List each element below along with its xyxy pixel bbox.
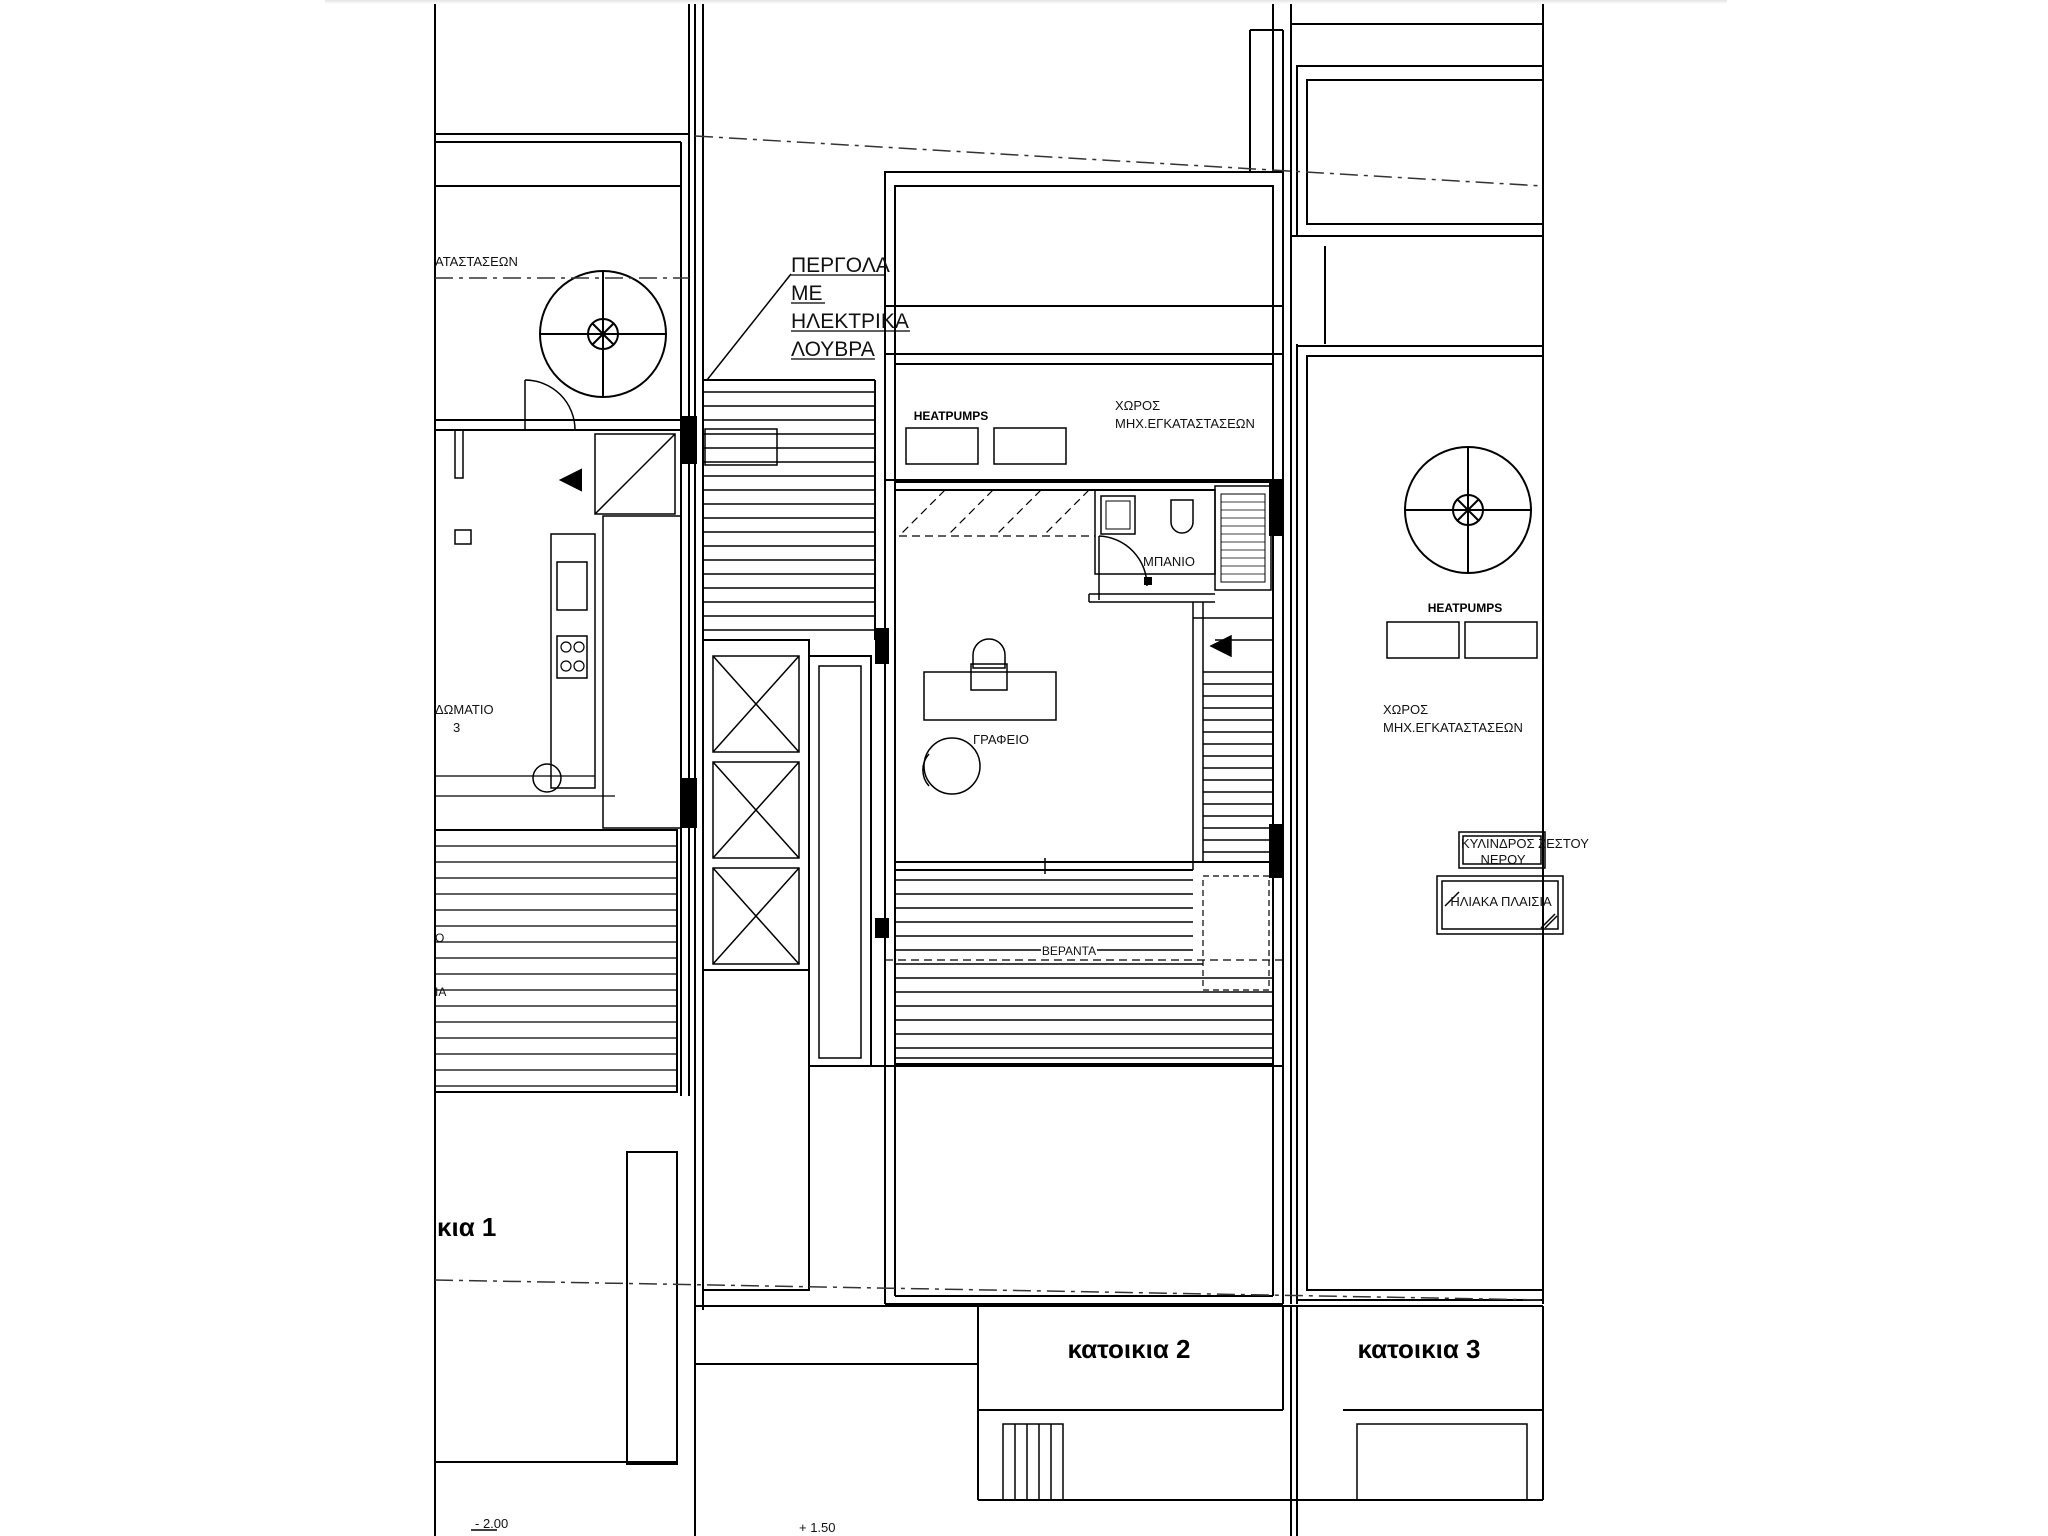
house-3-outline <box>1290 0 1544 1304</box>
fan-unit-left <box>539 270 667 398</box>
bottom-row-outline <box>434 1305 1544 1536</box>
level-label-1: - 2.00 <box>475 1516 508 1531</box>
pergola-void-boxes <box>702 639 872 1291</box>
level-label-2: + 1.50 <box>799 1520 836 1535</box>
house-1-outline <box>434 0 696 1536</box>
house-2-veranda <box>871 879 1283 1067</box>
mech-space-label-right-2: ΜΗΧ.ΕΓΚΑΤΑΣΤΑΣΕΩΝ <box>1383 720 1523 735</box>
floor-plan-drawing: ΠΕΡΓΟΛΑ ΜΕ ΗΛΕΚΤΡΙΚΑ ΛΟΥΒΡΑ ΑΤΑΣΤΑΣΕΩΝ Δ… <box>434 0 1589 1536</box>
house-3-heatpump-rects <box>1386 621 1538 659</box>
house-1-label: κια 1 <box>437 1212 496 1242</box>
house-2-label: κατοικια 2 <box>1068 1334 1191 1364</box>
site-dashed-lines <box>434 135 1544 1301</box>
floor-plan-page: ΠΕΡΓΟΛΑ ΜΕ ΗΛΕΚΤΡΙΚΑ ΛΟΥΒΡΑ ΑΤΑΣΤΑΣΕΩΝ Δ… <box>325 0 1727 1536</box>
house-1-lower <box>435 1151 678 1465</box>
room-partial-label: ΔΩΜΑΤΙΟ <box>435 702 494 717</box>
mech-space-label-center-1: ΧΩΡΟΣ <box>1115 398 1160 413</box>
fan-unit-right-drawn <box>1404 446 1532 574</box>
veranda-label: ΒΕΡΑΝΤΑ <box>1042 944 1096 958</box>
pergola-leader-line <box>706 273 792 381</box>
hot-water-cylinder-box <box>1458 831 1546 869</box>
edge-partial-label-2: ΙΑ <box>435 985 446 999</box>
pergola-label-line-2: ΜΕ <box>791 282 823 305</box>
room-number-partial-label: 3 <box>453 720 460 735</box>
labels-layer: ΠΕΡΓΟΛΑ ΜΕ ΗΛΕΚΤΡΙΚΑ ΛΟΥΒΡΑ ΑΤΑΣΤΑΣΕΩΝ Δ… <box>435 254 1589 1535</box>
house-1-door <box>435 379 615 797</box>
heatpumps-label-right: HEATPUMPS <box>1428 601 1502 615</box>
mech-space-label-right-1: ΧΩΡΟΣ <box>1383 702 1428 717</box>
office-room <box>894 540 1273 874</box>
office-desk <box>922 638 1057 795</box>
edge-partial-label-1: Ο <box>435 931 444 945</box>
heatpump-units-center <box>704 428 778 466</box>
hot-water-cylinder-label-1: ΚΥΛΙΝΔΡΟΣ ΖΕΣΤΟΥ <box>1461 836 1589 851</box>
hot-water-cylinder-label-2: ΝΕΡΟΥ <box>1480 852 1525 867</box>
installations-partial-label: ΑΤΑΣΤΑΣΕΩΝ <box>435 254 518 269</box>
bathroom-label: ΜΠΑΝΙΟ <box>1143 554 1195 569</box>
solar-panels-label: ΗΛΙΑΚΑ ΠΛΑΙΣΙΑ <box>1450 894 1552 909</box>
pergola-label-line-4: ΛΟΥΒΡΑ <box>791 338 875 361</box>
page-top-edge <box>325 0 1727 4</box>
pergola-louvres <box>703 391 875 631</box>
house-3-label: κατοικια 3 <box>1358 1334 1481 1364</box>
house-2-outline <box>884 0 1284 1305</box>
solar-panels-box <box>1436 875 1564 935</box>
house-1-kitchen-counter <box>550 533 596 789</box>
house-2-stair-dashed <box>1202 875 1270 991</box>
office-label: ΓΡΑΦΕΙΟ <box>973 732 1029 747</box>
dashed-roof-line-center <box>898 489 1095 537</box>
bathroom-block <box>895 481 1283 603</box>
house-2-stair <box>1193 617 1273 853</box>
pergola-label-line-1: ΠΕΡΓΟΛΑ <box>791 254 890 277</box>
house-1-veranda-slats <box>434 829 678 1093</box>
house-1-stair <box>558 433 682 829</box>
mech-space-label-center-2: ΜΗΧ.ΕΓΚΑΤΑΣΤΑΣΕΩΝ <box>1115 416 1255 431</box>
house-2-heatpump-rects <box>905 427 1067 465</box>
heatpumps-label-center: HEATPUMPS <box>914 409 988 423</box>
pergola-label-line-3: ΗΛΕΚΤΡΙΚΑ <box>791 310 909 333</box>
